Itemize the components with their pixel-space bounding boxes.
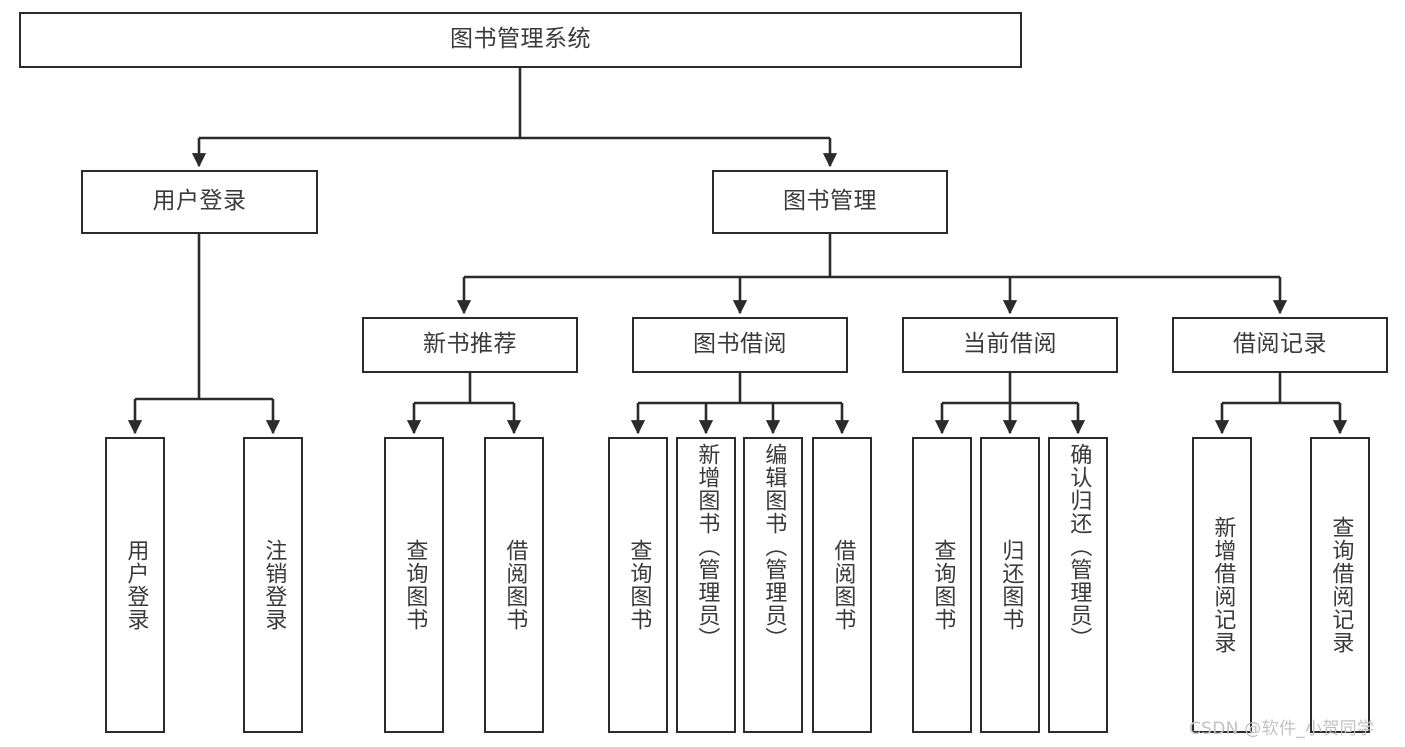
node-label: 图书借阅 [693, 331, 787, 358]
node-label: 图书管理系统 [450, 26, 591, 53]
node-leaf-logout-login[interactable]: 注销登录 [243, 437, 303, 733]
node-new-book-recommend[interactable]: 新书推荐 [362, 317, 578, 373]
node-label: 借阅图书 [830, 539, 856, 631]
node-leaf-borrow-book[interactable]: 借阅图书 [812, 437, 872, 733]
node-label: 查询借阅记录 [1328, 516, 1354, 654]
node-leaf-edit-book[interactable]: 编辑图书（管理员） [743, 437, 803, 733]
node-leaf-add-book[interactable]: 新增图书（管理员） [676, 437, 736, 733]
node-leaf-query-book-recommend[interactable]: 查询图书 [384, 437, 444, 733]
node-label: 借阅图书 [502, 539, 528, 631]
node-leaf-query-borrow-record[interactable]: 查询借阅记录 [1310, 437, 1370, 733]
node-borrow-record[interactable]: 借阅记录 [1172, 317, 1388, 373]
node-leaf-query-book-borrow[interactable]: 查询图书 [608, 437, 668, 733]
node-label: 借阅记录 [1233, 331, 1327, 358]
node-book-borrow[interactable]: 图书借阅 [632, 317, 848, 373]
node-label: 当前借阅 [963, 331, 1057, 358]
node-label: 确认归还（管理员） [1066, 443, 1092, 650]
node-leaf-borrow-book-recommend[interactable]: 借阅图书 [484, 437, 544, 733]
node-label: 编辑图书（管理员） [761, 443, 787, 650]
node-user-login[interactable]: 用户登录 [81, 170, 318, 234]
node-label: 归还图书 [998, 539, 1024, 631]
node-book-management[interactable]: 图书管理 [712, 170, 948, 234]
node-leaf-return-book[interactable]: 归还图书 [980, 437, 1040, 733]
node-leaf-query-book-current[interactable]: 查询图书 [912, 437, 972, 733]
node-label: 查询图书 [930, 539, 956, 631]
node-label: 注销登录 [261, 539, 287, 631]
node-label: 用户登录 [123, 539, 149, 631]
node-leaf-confirm-return[interactable]: 确认归还（管理员） [1048, 437, 1108, 733]
node-leaf-add-borrow-record[interactable]: 新增借阅记录 [1192, 437, 1252, 733]
node-leaf-user-login[interactable]: 用户登录 [105, 437, 165, 733]
node-current-borrow[interactable]: 当前借阅 [902, 317, 1118, 373]
csdn-watermark: CSDN @软件_小贺同学 [1189, 719, 1375, 739]
node-label: 用户登录 [152, 188, 247, 215]
node-label: 新增图书（管理员） [694, 443, 720, 650]
node-label: 图书管理 [783, 188, 877, 215]
node-label: 新增借阅记录 [1210, 516, 1236, 654]
node-root-book-management-system[interactable]: 图书管理系统 [19, 12, 1022, 68]
node-label: 查询图书 [402, 539, 428, 631]
node-label: 新书推荐 [423, 331, 517, 358]
node-label: 查询图书 [626, 539, 652, 631]
